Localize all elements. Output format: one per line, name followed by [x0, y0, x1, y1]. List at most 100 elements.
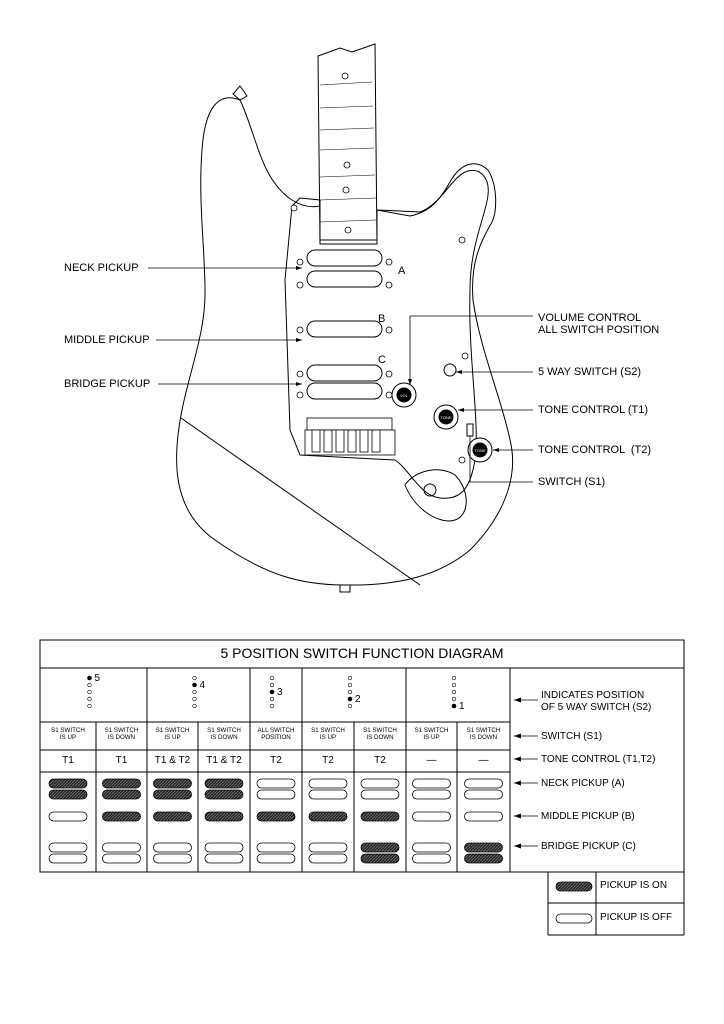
tone-control-t1-label: TONE CONTROL (T1) [538, 404, 649, 416]
vol-knob-text: VOL [400, 393, 409, 398]
neck-pickup-off [464, 789, 503, 800]
middle-pickup-on [102, 811, 141, 822]
switch-position-dot-active [269, 689, 275, 695]
switch-position-number: 3 [277, 687, 283, 698]
table-title: 5 POSITION SWITCH FUNCTION DIAGRAM [220, 645, 504, 661]
five-way-switch-label: 5 WAY SWITCH (S2) [538, 366, 642, 378]
switch-s1-cell: ALL SWITCH POSITION [257, 727, 295, 741]
guitar-neck [317, 43, 378, 245]
neck-pickup-on [102, 789, 141, 800]
switch-position-dot [451, 696, 457, 702]
row-label-bridge: BRIDGE PICKUP (C) [541, 841, 636, 852]
neck-pickup-on [153, 778, 192, 789]
row-arrow [514, 756, 521, 762]
switch-position-dot [192, 703, 197, 709]
switch-position-dot [451, 689, 457, 695]
bridge-pickup-on [464, 842, 503, 853]
switch-s1-cell: S1 SWITCH IS DOWN [363, 727, 397, 741]
volume-control-label: VOLUME CONTROL ALL SWITCH POSITION [538, 312, 660, 336]
legend-pickup-off [555, 913, 593, 924]
middle-pickup [306, 320, 383, 338]
switch-position-dot-active [347, 696, 353, 702]
middle-pickup-on [204, 811, 244, 822]
switch-s1-cell: S1 SWITCH IS UP [311, 727, 345, 741]
switch-position-dot-active [87, 675, 92, 681]
neck-pickup-on [102, 778, 141, 789]
neck-pickup-2 [306, 270, 383, 288]
switch-s1-cell: S1 SWITCH IS UP [414, 727, 449, 741]
bridge-pickup-label: BRIDGE PICKUP [64, 378, 151, 390]
bridge-pickup-off [308, 842, 348, 853]
neck-pickup-off [412, 789, 451, 800]
neck-pickup-off [412, 778, 451, 789]
bridge-pickup-off [102, 853, 141, 864]
fret-dots [341, 72, 352, 234]
bridge-pickup-on [360, 842, 400, 853]
switch-position-dot [451, 675, 457, 681]
switch-s1-cell: S1 SWITCH IS DOWN [207, 727, 241, 741]
switch-position-dot [269, 682, 275, 688]
five-way-switch [443, 363, 457, 377]
middle-pickup-label: MIDDLE PICKUP [64, 334, 150, 346]
switch-position-dot [347, 689, 353, 695]
switch-position-dot [451, 682, 457, 688]
tone-control-cell: T2 [322, 755, 334, 766]
middle-pickup-off [412, 811, 451, 822]
tone-control-cell: T1 & T2 [154, 755, 191, 766]
switch-position-dot [87, 689, 92, 695]
switch-position-dot [347, 703, 353, 709]
row-label-tone: TONE CONTROL (T1,T2) [541, 754, 656, 765]
bridge-pickup-on [464, 853, 503, 864]
switch-position-number: 4 [200, 680, 206, 691]
row-arrow [514, 733, 521, 739]
tone-control-cell: T2 [270, 755, 282, 766]
switch-position-dot-active [451, 703, 457, 709]
neck-pickup-on [48, 778, 88, 789]
switch-position-number: 5 [95, 673, 101, 684]
middle-pickup-off [464, 811, 503, 822]
pickup-letter-a: A [398, 265, 406, 277]
switch-position-dot [87, 682, 92, 688]
neck-pickup-on [48, 789, 88, 800]
neck-pickup-off [308, 778, 348, 789]
bridge-pickup-off [412, 853, 451, 864]
middle-pickup-on [153, 811, 192, 822]
bridge-pickup-off [256, 853, 296, 864]
switch-position-dot [347, 675, 353, 681]
switch-position-dot [87, 703, 92, 709]
neck-pickup-label: NECK PICKUP [64, 262, 139, 274]
switch-position-dot [192, 689, 197, 695]
switch-position-dot [192, 696, 197, 702]
row-label-middle: MIDDLE PICKUP (B) [541, 811, 635, 822]
input-jack [404, 469, 467, 522]
bridge-pickup-off [102, 842, 141, 853]
neck-pickup-on [153, 789, 192, 800]
switch-s1-cell: S1 SWITCH IS DOWN [104, 727, 139, 741]
bridge-pickup-on [360, 853, 400, 864]
switch-position-dot [347, 682, 353, 688]
switch-position-dot [192, 675, 197, 681]
row-label-switch: SWITCH (S1) [541, 731, 603, 742]
switch-s1-cell: S1 SWITCH IS DOWN [466, 727, 501, 741]
legend-on-label: PICKUP IS ON [600, 880, 668, 891]
row-arrow [514, 780, 521, 786]
neck-pickup-off [256, 778, 296, 789]
tone2-knob-text: TONE [474, 448, 485, 453]
row-arrow [514, 813, 521, 819]
neck-pickup-on [204, 778, 244, 789]
switch-position-dot [87, 696, 92, 702]
bridge-pickup-off [48, 842, 88, 853]
tone-control-cell: T1 & T2 [206, 755, 242, 766]
middle-pickup-on [360, 811, 400, 822]
neck-pickup-off [360, 778, 400, 789]
neck-pickup-1 [306, 249, 383, 267]
legend-pickup-on [555, 881, 593, 892]
tone1-knob-text: TONE [440, 415, 451, 420]
bridge-pickup-off [204, 853, 244, 864]
tone-control-t2-label: TONE CONTROL (T2) [538, 444, 652, 456]
row-label-neck: NECK PICKUP (A) [541, 778, 625, 789]
bridge-pickup-off [153, 853, 192, 864]
tone-control-cell: T1 [115, 755, 128, 766]
middle-pickup-on [308, 811, 348, 822]
